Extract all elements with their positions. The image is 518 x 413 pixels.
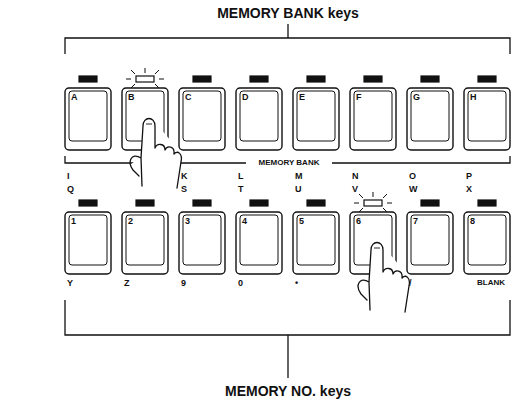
key-legend: D <box>242 93 249 102</box>
key-button: 5 <box>293 212 339 274</box>
callout-title: MEMORY BANK keys <box>217 6 359 20</box>
key-legend: A <box>71 93 78 102</box>
led <box>250 200 268 206</box>
key-legend: E <box>299 93 305 102</box>
key-legend: C <box>185 93 192 102</box>
bracket <box>65 24 510 378</box>
key-alt-legend: Q <box>67 185 74 194</box>
led <box>193 200 211 206</box>
key-alt-legend: U <box>295 185 302 194</box>
keys-art <box>65 24 510 378</box>
key-alt-legend: S <box>181 185 187 194</box>
key-button: C <box>179 88 225 150</box>
key-button: 4 <box>236 212 282 274</box>
led <box>478 200 496 206</box>
key-button: H <box>464 88 510 150</box>
key-button: G <box>407 88 453 150</box>
key-button: 2 <box>122 212 168 274</box>
key-cap <box>464 212 510 274</box>
key-alt-legend: K <box>181 172 188 181</box>
callout-title: MEMORY NO. keys <box>225 384 351 398</box>
key-cap <box>65 88 111 150</box>
key-button: A <box>65 88 111 150</box>
key-alt-legend: BLANK <box>477 279 505 287</box>
led-lit <box>126 68 164 88</box>
key-button: F <box>350 88 396 150</box>
key-legend: B <box>128 93 135 102</box>
key-button: 8 <box>464 212 510 274</box>
group-label: MEMORY BANK <box>257 159 322 167</box>
led <box>79 200 97 206</box>
key-cap <box>407 88 453 150</box>
key-cap <box>350 88 396 150</box>
key-cap <box>236 88 282 150</box>
key-alt-legend: • <box>295 279 298 288</box>
key-alt-legend: / <box>409 279 412 288</box>
key-alt-legend: L <box>238 172 244 181</box>
led <box>421 76 439 82</box>
key-alt-legend: Y <box>67 279 73 288</box>
key-alt-legend: V <box>352 185 358 194</box>
key-cap <box>407 212 453 274</box>
led <box>478 76 496 82</box>
key-cap <box>122 212 168 274</box>
key-alt-legend: W <box>409 185 418 194</box>
key-legend: 7 <box>413 217 418 226</box>
key-alt-legend: 9 <box>181 279 186 288</box>
key-cap <box>293 88 339 150</box>
key-button: 6 <box>350 212 396 274</box>
key-button: E <box>293 88 339 150</box>
led <box>79 76 97 82</box>
key-legend: 2 <box>128 217 133 226</box>
pointing-hand <box>129 119 182 189</box>
key-cap <box>179 212 225 274</box>
key-button: 1 <box>65 212 111 274</box>
key-cap <box>464 88 510 150</box>
led <box>136 200 154 206</box>
led <box>364 76 382 82</box>
led <box>421 200 439 206</box>
key-alt-legend: N <box>352 172 359 181</box>
key-legend: G <box>413 93 420 102</box>
led <box>307 76 325 82</box>
key-legend: 3 <box>185 217 190 226</box>
key-alt-legend: Z <box>124 279 130 288</box>
key-cap <box>179 88 225 150</box>
key-alt-legend: O <box>409 172 416 181</box>
key-cap <box>236 212 282 274</box>
key-legend: 4 <box>242 217 247 226</box>
key-button: D <box>236 88 282 150</box>
key-cap <box>293 212 339 274</box>
led-lit <box>354 192 392 212</box>
key-legend: 1 <box>71 217 76 226</box>
key-alt-legend: I <box>67 172 70 181</box>
key-legend: F <box>356 93 362 102</box>
key-legend: H <box>470 93 477 102</box>
key-alt-legend: T <box>238 185 244 194</box>
key-button: B <box>122 88 168 150</box>
key-legend: 6 <box>356 217 361 226</box>
key-button: 7 <box>407 212 453 274</box>
led <box>307 200 325 206</box>
led <box>250 76 268 82</box>
key-legend: 5 <box>299 217 304 226</box>
key-alt-legend: M <box>295 172 303 181</box>
key-button: 3 <box>179 212 225 274</box>
key-alt-legend: P <box>466 172 472 181</box>
pointing-hand <box>357 243 410 313</box>
key-alt-legend: 0 <box>238 279 243 288</box>
key-alt-legend: X <box>466 185 472 194</box>
key-cap <box>65 212 111 274</box>
key-legend: 8 <box>470 217 475 226</box>
led <box>193 76 211 82</box>
